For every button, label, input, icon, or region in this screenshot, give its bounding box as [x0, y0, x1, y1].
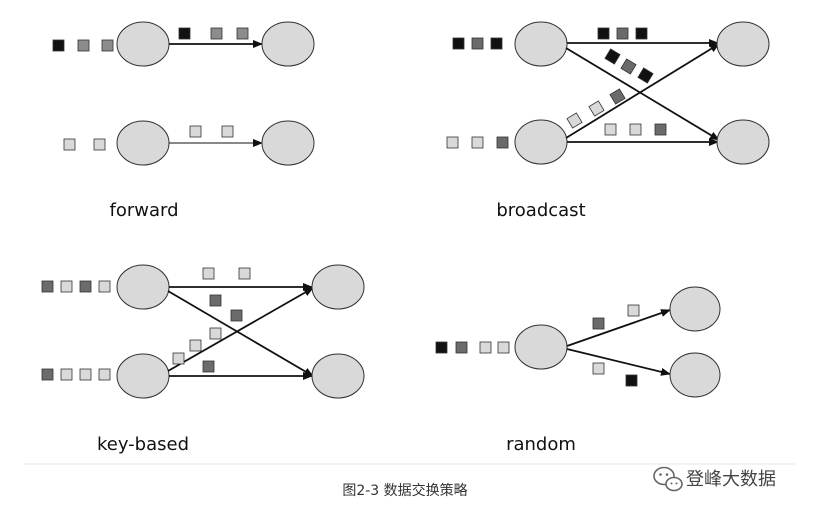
source-node [116, 21, 170, 67]
target-node [311, 264, 365, 310]
data-square [178, 27, 191, 40]
wechat-icon [653, 466, 683, 492]
data-square [604, 48, 621, 65]
target-node [716, 119, 770, 165]
data-square [637, 67, 654, 84]
source-node [514, 324, 568, 370]
label-forward: forward [109, 200, 178, 221]
label-random: random [506, 434, 576, 455]
data-square [566, 112, 583, 129]
figure-caption: 图2-3 数据交换策略 [342, 482, 467, 499]
target-node [261, 120, 315, 166]
arrow [167, 290, 314, 377]
data-square [41, 280, 54, 293]
source-node [514, 119, 568, 165]
arrow [565, 43, 720, 139]
data-square [446, 136, 459, 149]
data-square [93, 138, 106, 151]
data-square [455, 341, 468, 354]
data-square [597, 27, 610, 40]
data-square [41, 368, 54, 381]
data-square [616, 27, 629, 40]
data-square [189, 125, 202, 138]
data-square [452, 37, 465, 50]
data-square [221, 125, 234, 138]
data-square [654, 123, 667, 136]
data-square [210, 27, 223, 40]
watermark: 登峰大数据 [653, 466, 776, 492]
data-square [479, 341, 492, 354]
panel-random: random [435, 286, 721, 455]
data-square [60, 280, 73, 293]
arrow [565, 47, 720, 141]
data-square [189, 339, 202, 352]
data-square [609, 88, 626, 105]
data-square [625, 374, 638, 387]
label-key-based: key-based [97, 434, 189, 455]
panel-broadcast: broadcast [446, 21, 770, 221]
data-square [620, 58, 637, 75]
data-square [627, 304, 640, 317]
watermark-text: 登峰大数据 [686, 469, 776, 490]
target-node [261, 21, 315, 67]
data-square [471, 136, 484, 149]
data-square [588, 100, 605, 117]
data-square [629, 123, 642, 136]
data-square [209, 327, 222, 340]
data-square [604, 123, 617, 136]
target-node [669, 352, 721, 398]
label-broadcast: broadcast [496, 200, 585, 221]
data-square [172, 352, 185, 365]
data-square [101, 39, 114, 52]
data-square [77, 39, 90, 52]
target-node [716, 21, 770, 67]
source-node [116, 120, 170, 166]
target-node [669, 286, 721, 332]
arrow [167, 287, 314, 372]
data-square [202, 360, 215, 373]
data-square [209, 294, 222, 307]
data-square [60, 368, 73, 381]
arrow [566, 309, 671, 347]
panel-forward: forward [52, 21, 315, 221]
panel-key-based: key-based [41, 264, 365, 455]
data-square [592, 317, 605, 330]
data-square [236, 27, 249, 40]
data-square [79, 280, 92, 293]
data-square [435, 341, 448, 354]
data-square [496, 136, 509, 149]
data-square [471, 37, 484, 50]
data-square [202, 267, 215, 280]
source-node [116, 264, 170, 310]
data-square [497, 341, 510, 354]
source-node [116, 353, 170, 399]
data-square [98, 368, 111, 381]
data-square [98, 280, 111, 293]
data-square [238, 267, 251, 280]
data-square [52, 39, 65, 52]
data-square [230, 309, 243, 322]
target-node [311, 353, 365, 399]
data-square [490, 37, 503, 50]
data-square [63, 138, 76, 151]
source-node [514, 21, 568, 67]
data-square [79, 368, 92, 381]
data-square [592, 362, 605, 375]
data-square [635, 27, 648, 40]
arrow [566, 348, 671, 376]
